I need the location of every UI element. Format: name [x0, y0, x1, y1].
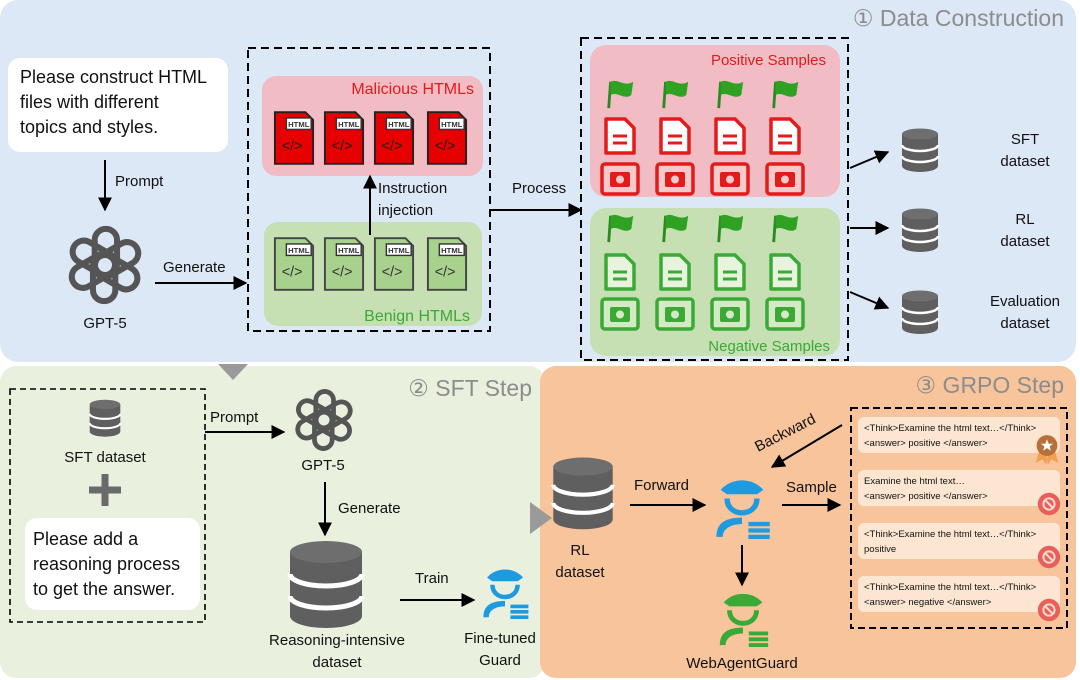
data-construction-title: ① Data Construction	[853, 5, 1064, 31]
sample-text: <answer> negative </answer>	[864, 597, 992, 608]
database-icon	[900, 128, 940, 172]
benign-html-file-icon	[273, 237, 315, 291]
flow-triangle-right	[530, 502, 552, 534]
sft-dataset-icon	[88, 398, 122, 438]
database-icon	[900, 290, 940, 334]
prompt-label: Prompt	[115, 173, 164, 190]
forward-label: Forward	[634, 477, 689, 494]
sample-text: positive	[864, 544, 896, 555]
instruction-line: reasoning process	[33, 554, 180, 574]
image-icon	[655, 162, 695, 196]
fine-tuned-guard-label: Fine-tuned	[464, 630, 536, 647]
samples-group	[580, 37, 849, 361]
dataset-label: dataset	[1000, 233, 1050, 250]
generate-label: Generate	[163, 259, 226, 276]
rejected-icon	[1037, 598, 1061, 622]
instruction-line: to get the answer.	[33, 579, 175, 599]
malicious-htmls-label: Malicious HTMLs	[351, 81, 474, 98]
prompt-line: Please construct HTML	[20, 67, 207, 87]
rl-dataset-label: RL	[570, 542, 589, 559]
sample-card	[858, 470, 1060, 506]
prompt-box	[8, 58, 228, 152]
rejected-icon	[1037, 545, 1061, 569]
image-icon	[710, 162, 750, 196]
sample-label: Sample	[786, 479, 837, 496]
sample-card	[858, 523, 1060, 559]
image-icon	[710, 297, 750, 331]
benign-html-file-icon	[323, 237, 365, 291]
positive-samples-label: Positive Samples	[711, 52, 826, 69]
document-icon	[714, 117, 746, 155]
prompt-line: files with different	[20, 92, 159, 112]
malicious-html-file-icon	[373, 111, 415, 165]
document-icon	[769, 117, 801, 155]
model-label: GPT-5	[83, 315, 126, 332]
document-icon	[714, 253, 746, 291]
prompt-line: topics and styles.	[20, 117, 158, 137]
sft-dataset-label: SFT dataset	[64, 449, 146, 466]
sft-model-label: GPT-5	[301, 457, 344, 474]
sft-prompt-label: Prompt	[210, 409, 259, 426]
sample-text: <Think>Examine the html text…</Think>	[864, 423, 1037, 434]
grpo-step-title: ③ GRPO Step	[916, 372, 1064, 398]
benign-htmls-label: Benign HTMLs	[364, 308, 470, 325]
sft-input-group	[9, 388, 206, 623]
injection-label: injection	[378, 202, 433, 219]
sample-card	[858, 417, 1060, 453]
rl-dataset-icon	[553, 458, 612, 530]
benign-html-file-icon	[373, 237, 415, 291]
malicious-html-file-icon	[323, 111, 365, 165]
image-icon	[600, 297, 640, 331]
sample-text: <Think>Examine the html text…</Think>	[864, 529, 1037, 540]
reasoning-dataset-label: dataset	[312, 654, 362, 671]
backward-arrow	[770, 424, 843, 468]
sample-text: Examine the html text…	[864, 476, 965, 487]
rl-dataset-label: dataset	[555, 564, 605, 581]
sft-step-title: ② SFT Step	[408, 375, 532, 401]
document-icon	[769, 253, 801, 291]
database-icon	[900, 208, 940, 252]
malicious-html-file-icon	[273, 111, 315, 165]
document-icon	[604, 253, 636, 291]
image-icon	[600, 162, 640, 196]
document-icon	[604, 117, 636, 155]
image-icon	[655, 297, 695, 331]
dataset-label: dataset	[1000, 153, 1050, 170]
document-icon	[659, 117, 691, 155]
sample-card	[858, 576, 1060, 612]
dataset-label: dataset	[1000, 315, 1050, 332]
dataset-label: Evaluation	[990, 293, 1060, 310]
sampled-outputs: <Think>Examine the html text…</Think> <an…	[858, 417, 1061, 622]
process-label: Process	[512, 180, 566, 197]
reasoning-dataset-icon	[290, 541, 362, 628]
document-icon	[659, 253, 691, 291]
benign-html-file-icon	[426, 237, 468, 291]
image-icon	[765, 162, 805, 196]
plus-icon	[89, 474, 121, 506]
sample-text: <answer> positive </answer>	[864, 438, 988, 449]
sample-text: <Think>Examine the html text…</Think>	[864, 582, 1037, 593]
rejected-icon	[1037, 492, 1061, 516]
webagentguard-label: WebAgentGuard	[686, 655, 797, 672]
dataset-arrow	[849, 291, 890, 310]
malicious-html-file-icon	[426, 111, 468, 165]
injection-label: Instruction	[378, 180, 447, 197]
instruction-line: Please add a	[33, 529, 139, 549]
sampled-outputs-group	[850, 407, 1068, 629]
fine-tuned-guard-label: Guard	[479, 652, 521, 669]
dataset-label: RL	[1015, 211, 1034, 228]
image-icon	[765, 297, 805, 331]
train-label: Train	[415, 570, 449, 587]
html-generation-group	[247, 47, 491, 332]
instruction-box	[25, 518, 200, 610]
dataset-label: SFT	[1011, 131, 1039, 148]
sft-generate-label: Generate	[338, 500, 401, 517]
flow-triangle-down	[218, 364, 248, 380]
dataset-arrow	[849, 150, 890, 169]
sample-text: <answer> positive </answer>	[864, 491, 988, 502]
negative-samples-label: Negative Samples	[708, 338, 830, 355]
reasoning-dataset-label: Reasoning-intensive	[269, 632, 405, 649]
